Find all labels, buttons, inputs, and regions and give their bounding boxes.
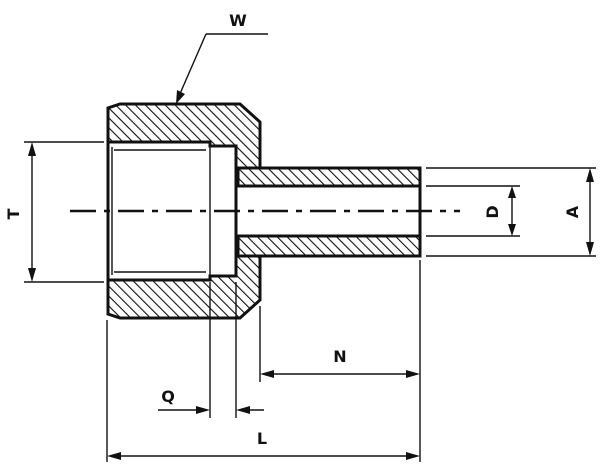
tail-bottom-wall [236,234,422,258]
label-a: A [563,205,582,218]
label-w: W [229,11,247,30]
label-t: T [4,208,23,219]
label-d: D [483,205,502,218]
label-n: N [333,347,346,366]
dimension-a: A [563,168,594,256]
dimension-l: L [107,429,420,460]
dimension-d: D [483,186,516,236]
extension-lines [24,141,596,462]
tail-top-wall [236,166,422,188]
fitting-section [106,102,422,320]
dimension-q: Q [158,387,264,414]
leader-w: W [176,11,268,104]
dimension-t: T [4,142,36,282]
label-q: Q [161,387,175,406]
dimension-n: N [260,347,420,378]
label-l: L [257,429,267,448]
